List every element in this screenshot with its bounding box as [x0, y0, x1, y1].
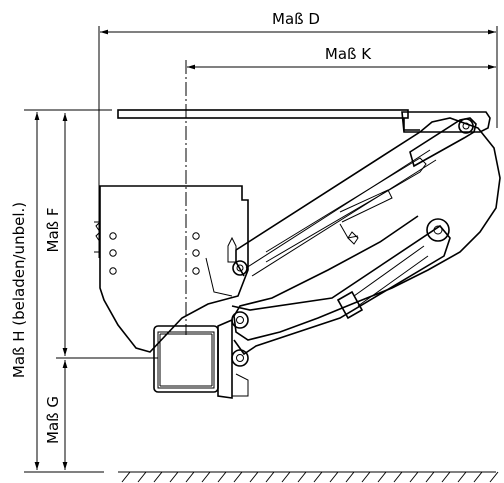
dimension-k-label: Maß K: [325, 45, 372, 63]
dimension-k: Maß K: [185, 45, 496, 335]
ground-hatching: [118, 471, 499, 483]
mounting-bracket: [94, 185, 249, 353]
dimension-f-label: Maß F: [44, 208, 62, 253]
dimension-d: Maß D: [98, 10, 498, 258]
hinge-bracket: [401, 111, 491, 133]
dimension-h: Maß H (beladen/unbel.): [10, 109, 112, 473]
vehicle-floor: [117, 109, 409, 119]
dimension-d-label: Maß D: [272, 10, 320, 28]
lift-arms: [227, 117, 501, 397]
dimension-g: Maß G: [44, 360, 68, 470]
dimension-g-label: Maß G: [44, 396, 62, 444]
dimension-h-label: Maß H (beladen/unbel.): [10, 202, 28, 378]
dimension-f: Maß F: [44, 113, 158, 359]
square-beam-section: [153, 318, 233, 399]
